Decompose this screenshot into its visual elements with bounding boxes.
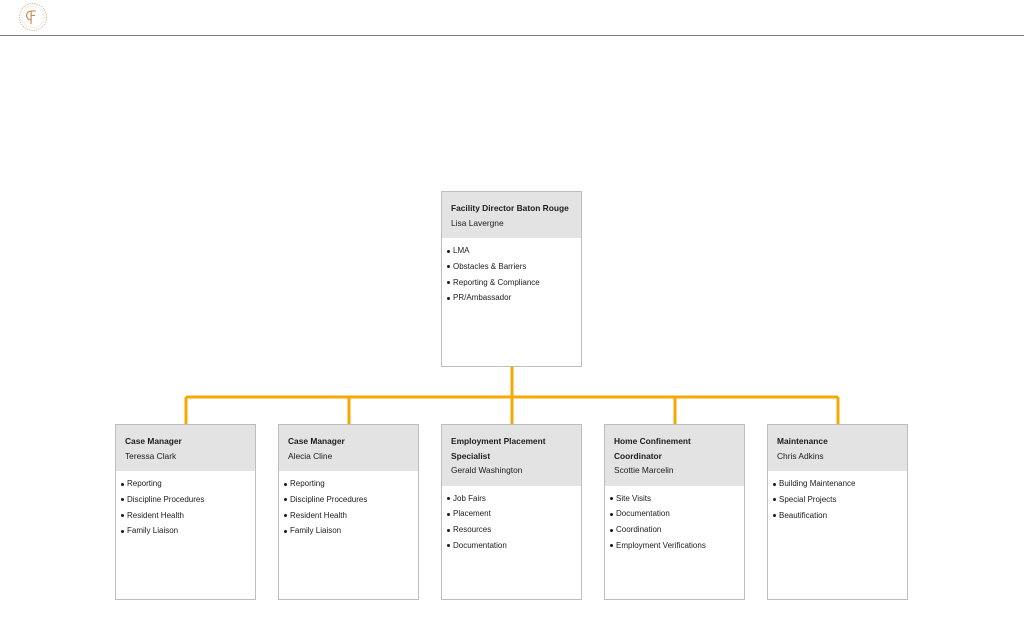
duty-item: Documentation: [610, 506, 736, 522]
staff-title: Maintenance: [777, 436, 828, 446]
staff-card-gerald-washington[interactable]: Employment Placement Specialist Gerald W…: [441, 424, 582, 600]
duty-item: Resources: [447, 522, 573, 538]
staff-duty-list: Job Fairs Placement Resources Documentat…: [442, 486, 581, 554]
staff-name: Scottie Marcelin: [614, 465, 674, 475]
staff-duty-list: Reporting Discipline Procedures Resident…: [279, 471, 418, 539]
duty-item: Building Maintenance: [773, 476, 899, 492]
duty-item: Discipline Procedures: [284, 492, 410, 508]
duty-item: PR/Ambassador: [447, 290, 573, 306]
staff-duty-list: Building Maintenance Special Projects Be…: [768, 471, 907, 523]
duty-item: Employment Verifications: [610, 538, 736, 554]
staff-title: Case Manager: [125, 436, 182, 446]
duty-item: Job Fairs: [447, 491, 573, 507]
duty-item: Resident Health: [284, 508, 410, 524]
staff-card-header: Employment Placement Specialist Gerald W…: [442, 425, 581, 486]
duty-item: Documentation: [447, 538, 573, 554]
staff-name: Gerald Washington: [451, 465, 523, 475]
ministry-logo-icon[interactable]: [18, 2, 48, 32]
duty-item: Beautification: [773, 508, 899, 524]
staff-name: Alecia Cline: [288, 450, 333, 461]
director-card[interactable]: Facility Director Baton Rouge Lisa Laver…: [441, 191, 582, 367]
staff-card-chris-adkins[interactable]: Maintenance Chris Adkins Building Mainte…: [767, 424, 908, 600]
duty-item: Site Visits: [610, 491, 736, 507]
staff-card-header: Case Manager Alecia Cline: [279, 425, 418, 471]
staff-duty-list: Site Visits Documentation Coordination E…: [605, 486, 744, 554]
staff-title: Case Manager: [288, 436, 345, 446]
staff-card-alecia-cline[interactable]: Case Manager Alecia Cline Reporting Disc…: [278, 424, 419, 600]
duty-item: Discipline Procedures: [121, 492, 247, 508]
staff-duty-list: Reporting Discipline Procedures Resident…: [116, 471, 255, 539]
duty-item: Family Liaison: [121, 523, 247, 539]
staff-card-header: Case Manager Teressa Clark: [116, 425, 255, 471]
duty-item: LMA: [447, 243, 573, 259]
director-card-header: Facility Director Baton Rouge Lisa Laver…: [442, 192, 581, 238]
staff-title: Home Confinement Coordinator: [614, 436, 691, 461]
duty-item: Reporting: [121, 476, 247, 492]
director-duty-list: LMA Obstacles & Barriers Reporting & Com…: [442, 238, 581, 306]
staff-name: Teressa Clark: [125, 450, 177, 461]
top-header-bar: [0, 0, 1024, 36]
staff-card-teressa-clark[interactable]: Case Manager Teressa Clark Reporting Dis…: [115, 424, 256, 600]
duty-item: Coordination: [610, 522, 736, 538]
duty-item: Family Liaison: [284, 523, 410, 539]
duty-item: Placement: [447, 506, 573, 522]
duty-item: Special Projects: [773, 492, 899, 508]
duty-item: Reporting: [284, 476, 410, 492]
staff-card-header: Maintenance Chris Adkins: [768, 425, 907, 471]
duty-item: Obstacles & Barriers: [447, 259, 573, 275]
staff-title: Employment Placement Specialist: [451, 436, 546, 461]
director-name: Lisa Lavergne: [451, 217, 504, 228]
duty-item: Reporting & Compliance: [447, 275, 573, 291]
director-title: Facility Director Baton Rouge: [451, 203, 569, 213]
staff-card-scottie-marcelin[interactable]: Home Confinement Coordinator Scottie Mar…: [604, 424, 745, 600]
staff-name: Chris Adkins: [777, 450, 824, 461]
duty-item: Resident Health: [121, 508, 247, 524]
staff-card-header: Home Confinement Coordinator Scottie Mar…: [605, 425, 744, 486]
